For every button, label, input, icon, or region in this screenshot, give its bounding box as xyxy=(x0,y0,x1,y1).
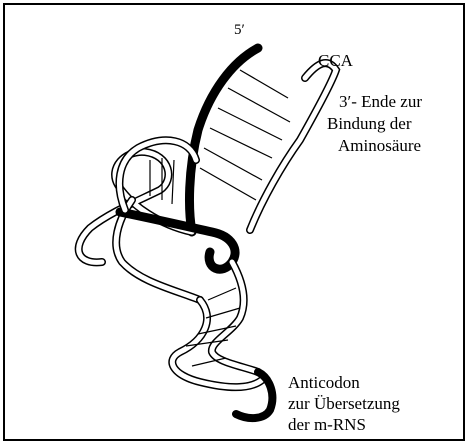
t-arm-dark-band xyxy=(120,212,235,269)
anticodon-label-line1: Anticodon xyxy=(288,372,360,393)
five-prime-label: 5′ xyxy=(234,20,245,41)
d-arm-outer-fill xyxy=(79,152,192,262)
strand-3-prime-fill xyxy=(250,63,336,230)
cca-label: CCA xyxy=(318,50,353,71)
strand-5-prime xyxy=(190,48,258,232)
anticodon-stem-right-outline xyxy=(212,262,258,372)
three-prime-label-line2: Bindung der xyxy=(327,113,412,134)
three-prime-label-line1: 3′- Ende zur xyxy=(339,91,422,112)
anticodon-label-line2: zur Übersetzung xyxy=(288,393,400,414)
three-prime-label-line3: Aminosäure xyxy=(338,135,421,156)
anticodon-label-line3: der m-RNS xyxy=(288,414,366,435)
anticodon-loop xyxy=(236,372,272,418)
